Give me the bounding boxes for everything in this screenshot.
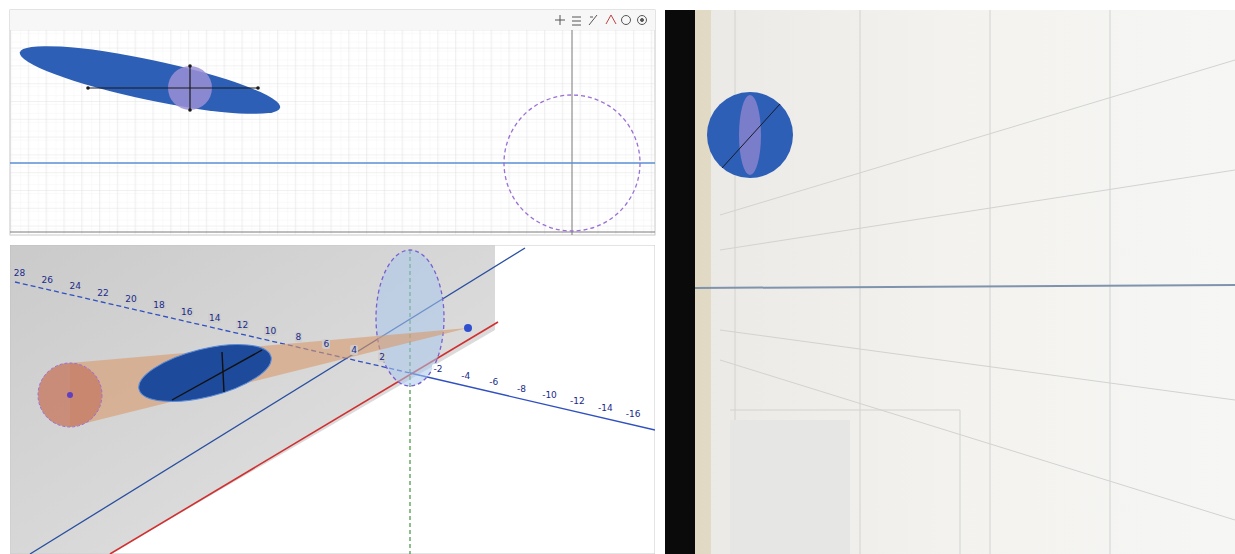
axis-tick-label: 14 — [208, 313, 221, 323]
axis-tick-label: 26 — [41, 275, 54, 285]
axis-tick-label: 6 — [322, 339, 330, 349]
axis-tick-label: 20 — [124, 294, 137, 304]
axis-tick-label: 10 — [264, 326, 277, 336]
axis-tick-label: 24 — [68, 281, 81, 291]
axis-tick-label: -14 — [597, 403, 614, 413]
axis-tick-label: -8 — [516, 384, 527, 394]
graphics-2d-view — [10, 10, 655, 235]
axis-tick-label: 16 — [180, 307, 193, 317]
axis-tick-label: -2 — [432, 364, 443, 374]
axis-tick-label: 4 — [350, 345, 358, 355]
axis-tick-label: -4 — [460, 371, 471, 381]
axis-tick-label: -16 — [625, 409, 642, 419]
graphics-3d-view — [10, 245, 655, 554]
axis-tick-label: -12 — [569, 396, 586, 406]
axis-tick-label: 12 — [236, 320, 249, 330]
axis-tick-label: 22 — [96, 288, 109, 298]
axis-tick-label: 2 — [378, 352, 386, 362]
axis-tick-label: -10 — [541, 390, 558, 400]
axis-tick-label: 8 — [295, 332, 303, 342]
axis-tick-label: 18 — [152, 300, 165, 310]
axis-tick-label: 28 — [13, 268, 26, 278]
axis-tick-label: -6 — [488, 377, 499, 387]
photo-panel — [665, 10, 1235, 554]
